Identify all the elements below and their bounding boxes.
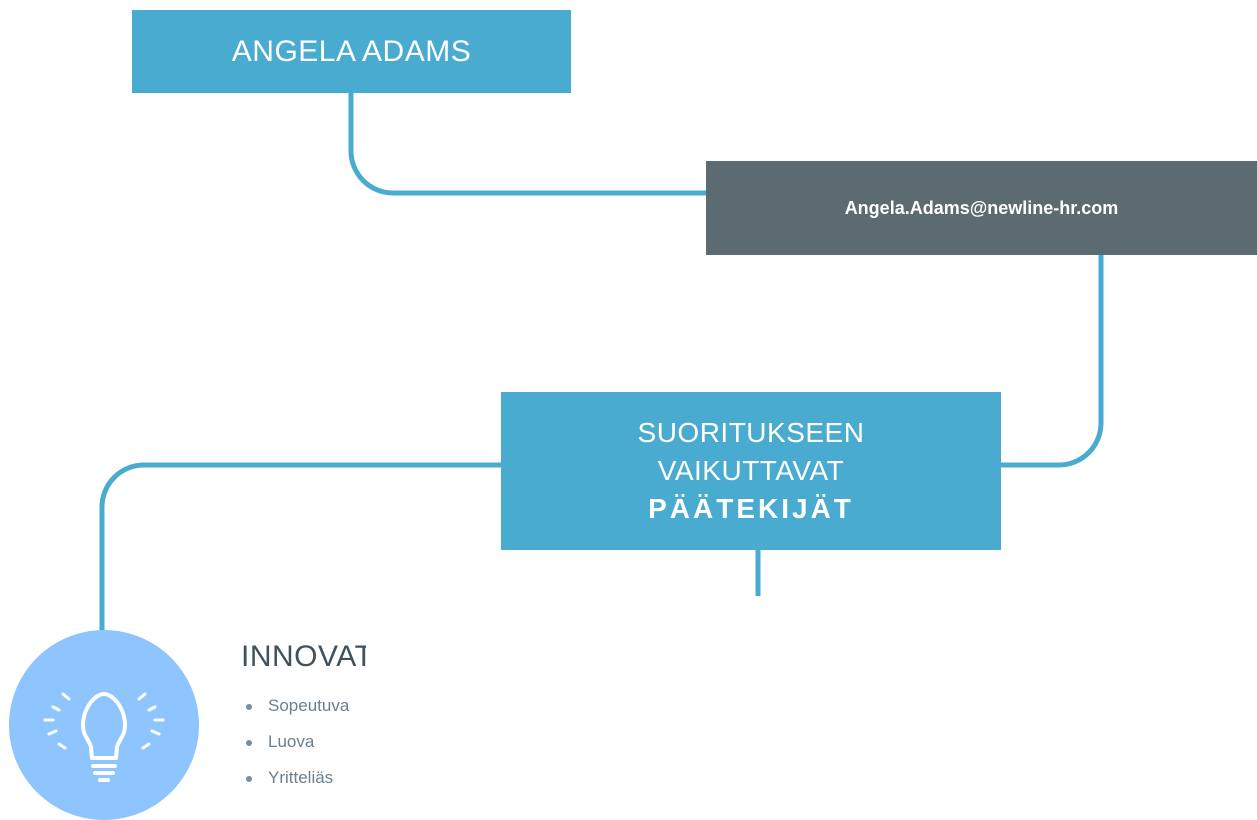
innovation-heading: INNOVATIIVINEN — [241, 640, 366, 673]
section-title-line1: SUORITUKSEEN — [637, 417, 865, 448]
profile-email[interactable]: Angela.Adams@newline-hr.com — [844, 197, 1119, 218]
email-box: Angela.Adams@newline-hr.com — [706, 161, 1257, 255]
section-title-box: SUORITUKSEEN VAIKUTTAVAT PÄÄTEKIJÄT — [501, 392, 1001, 550]
list-item: Luova — [241, 724, 366, 760]
connector-email-to-title — [1001, 255, 1104, 468]
connector-title-to-innovation — [99, 462, 501, 632]
section-title-line3: PÄÄTEKIJÄT — [648, 493, 854, 524]
name-box: ANGELA ADAMS — [132, 10, 571, 93]
trait-list: Sopeutuva Luova Yritteliäs — [241, 688, 366, 796]
section-title-line2: VAIKUTTAVAT — [657, 455, 845, 486]
list-item: Sopeutuva — [241, 688, 366, 724]
innovation-section: INNOVATIIVINEN Sopeutuva Luova Yritteliä… — [241, 634, 366, 809]
connector-name-to-email — [348, 93, 706, 196]
innovation-icon-circle — [9, 630, 199, 820]
lightbulb-icon — [43, 692, 165, 782]
profile-name: ANGELA ADAMS — [231, 34, 472, 68]
list-item: Yritteliäs — [241, 760, 366, 796]
